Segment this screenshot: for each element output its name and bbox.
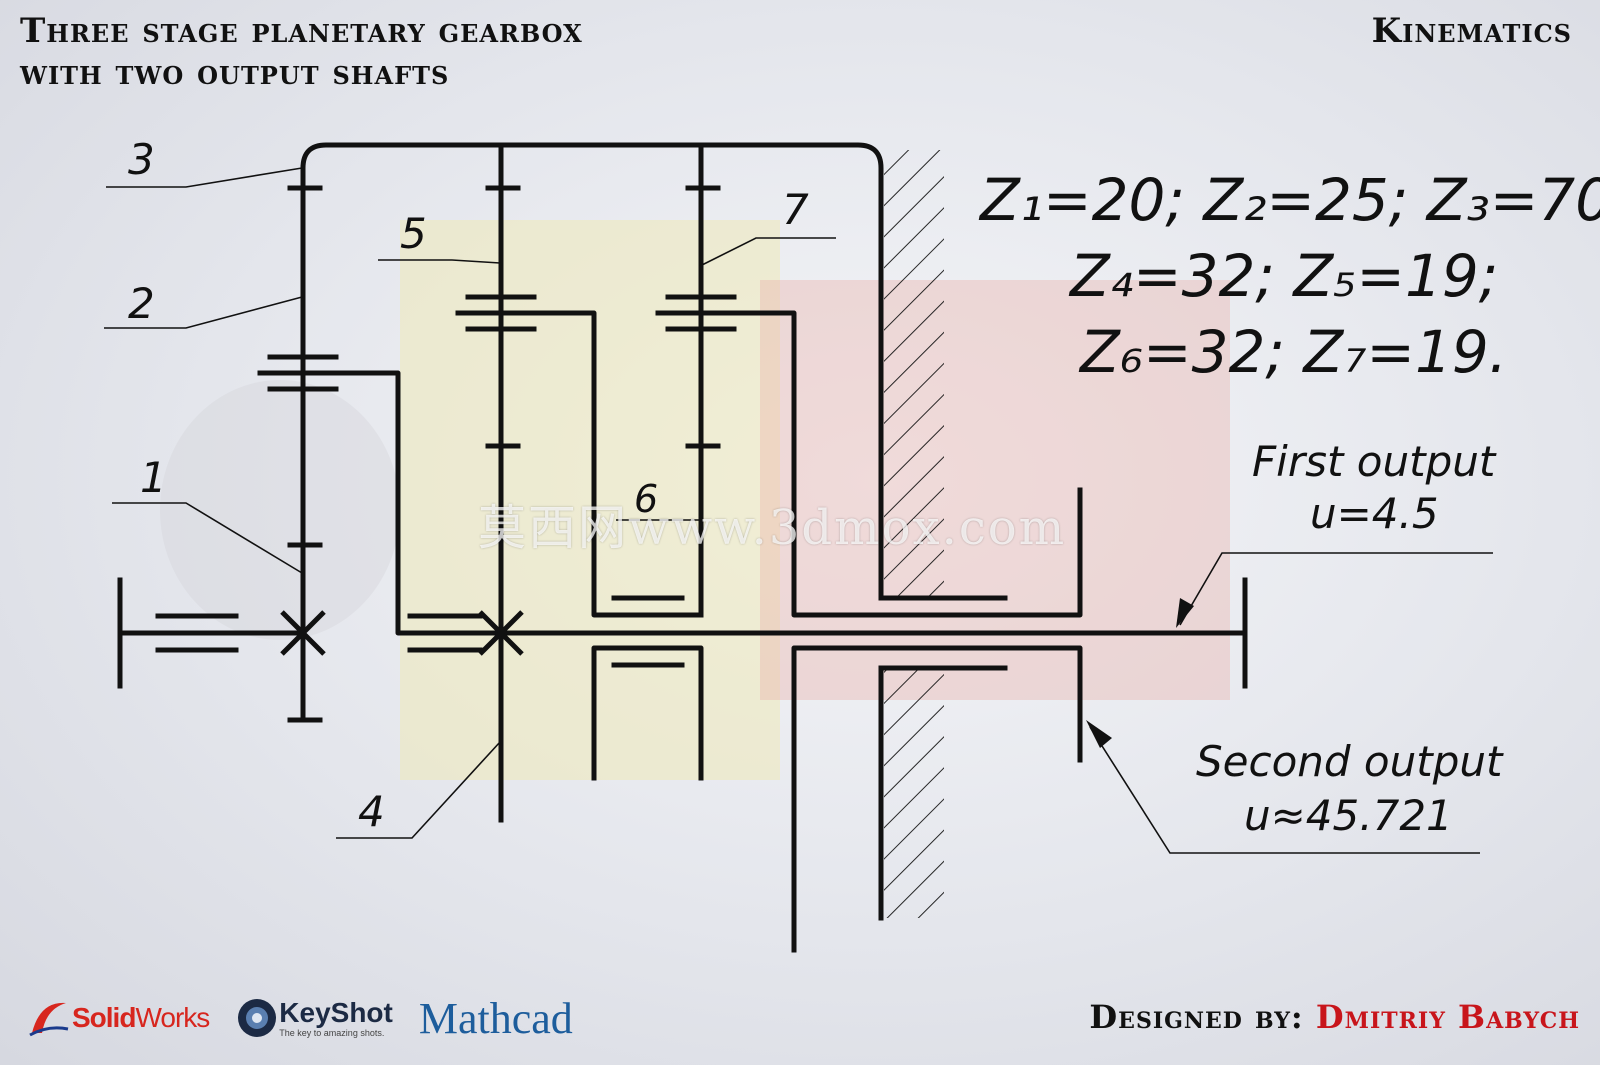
part-label-1: 1 xyxy=(140,453,167,502)
part-label-5: 5 xyxy=(400,209,427,258)
second-output-ratio: u≈45.721 xyxy=(1244,791,1453,840)
part-label-3: 3 xyxy=(128,135,155,184)
leader-7 xyxy=(699,237,836,267)
leader-second-output xyxy=(1089,726,1480,854)
keyshot-text-group: KeyShot The key to amazing shots. xyxy=(279,996,393,1038)
gear-teeth-line-3: Z₆=32; Z₇=19. xyxy=(1078,318,1507,386)
author-name: Dmitriy Babych xyxy=(1315,998,1580,1036)
arrow-second-output xyxy=(1086,720,1112,748)
second-output-shaft xyxy=(791,645,1083,953)
gear-teeth-line-1: Z₁=20; Z₂=25; Z₃=70; xyxy=(978,166,1600,234)
first-output-label: First output xyxy=(1252,437,1497,486)
title-line-1: Three stage planetary gearbox xyxy=(20,11,583,51)
ring-gear-frame xyxy=(300,142,884,601)
leader-4 xyxy=(336,741,501,839)
bearing-crosses xyxy=(280,610,524,656)
gearbox-housing-hatching xyxy=(884,150,944,918)
first-output-ratio: u=4.5 xyxy=(1310,489,1439,538)
leader-3 xyxy=(106,167,303,188)
keyshot-text: KeyShot xyxy=(279,996,393,1028)
part-label-7: 7 xyxy=(782,185,809,234)
leader-1 xyxy=(112,502,303,574)
page-title: Three stage planetary gearbox with two o… xyxy=(20,10,583,94)
solidworks-text-b: Works xyxy=(135,1002,210,1033)
part-label-6: 6 xyxy=(634,477,658,521)
leader-2 xyxy=(104,296,303,329)
arrow-first-output xyxy=(1176,598,1194,628)
keyshot-lens-icon xyxy=(238,999,277,1037)
mathcad-logo: Mathcad xyxy=(419,993,573,1044)
part-label-4: 4 xyxy=(358,787,385,836)
keyshot-logo: KeyShot The key to amazing shots. xyxy=(235,996,393,1040)
schematic-lines xyxy=(117,142,1248,953)
leader-first-output xyxy=(1179,552,1493,626)
part-label-2: 2 xyxy=(128,279,155,328)
gear-teeth-line-2: Z₄=32; Z₅=19; xyxy=(1068,242,1498,310)
watermark: 莫西网www.3dmox.com xyxy=(478,500,1067,556)
title-line-2: with two output shafts xyxy=(20,53,450,93)
keyshot-tagline: The key to amazing shots. xyxy=(279,1027,385,1038)
leader-lines xyxy=(104,167,1493,854)
credits: Designed by: Dmitriy Babych xyxy=(1089,998,1580,1036)
solidworks-text-a: Solid xyxy=(72,1002,136,1033)
second-output-label: Second output xyxy=(1196,737,1504,786)
solidworks-ds-icon xyxy=(29,1002,69,1037)
mathcad-text: Mathcad xyxy=(418,993,573,1043)
leader-5 xyxy=(378,259,501,264)
designed-by-label: Designed by: xyxy=(1089,998,1304,1036)
section-title: Kinematics xyxy=(1371,11,1572,51)
